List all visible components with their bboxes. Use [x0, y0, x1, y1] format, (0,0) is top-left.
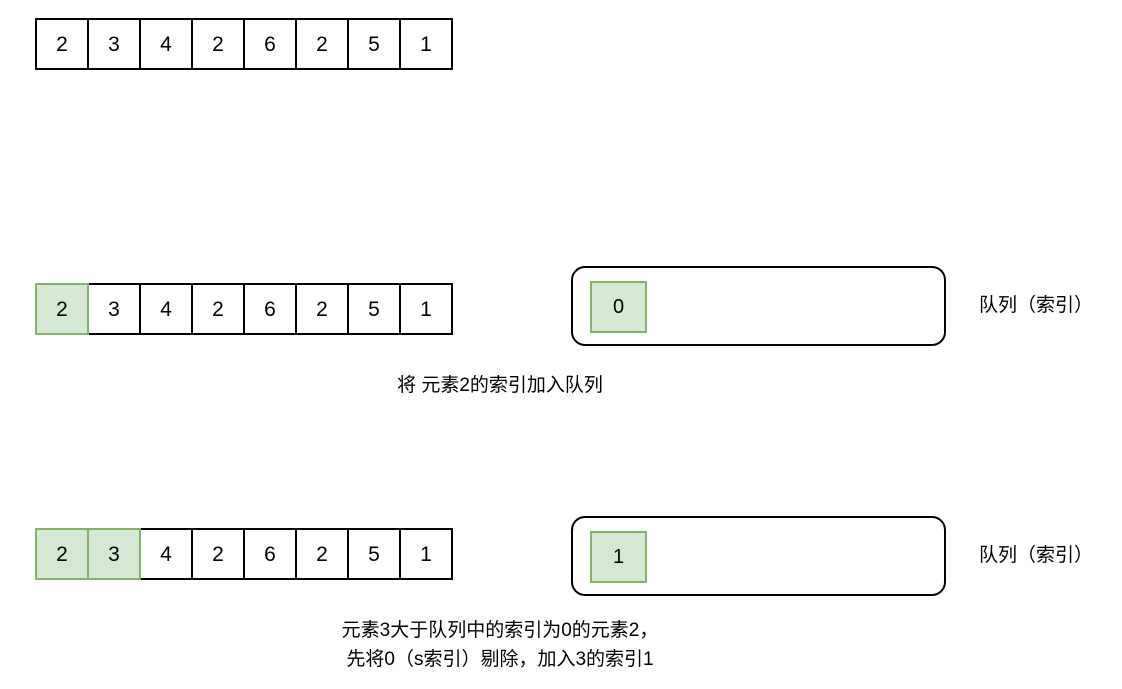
array-cell-highlighted: 2 [35, 528, 89, 580]
queue-container-step2: 1 [571, 516, 946, 596]
queue-label-step2: 队列（索引） [979, 545, 1094, 566]
array-cell: 2 [295, 283, 349, 335]
caption-line: 先将0（s索引）剔除，加入3的索引1 [346, 649, 654, 670]
array-cell: 1 [399, 18, 453, 70]
queue-cell: 0 [590, 281, 647, 333]
queue-cell: 1 [590, 531, 647, 583]
array-cell: 6 [243, 283, 297, 335]
array-cell: 2 [191, 18, 245, 70]
array-cell: 5 [347, 528, 401, 580]
caption-step2: 元素3大于队列中的索引为0的元素2， 先将0（s索引）剔除，加入3的索引1 [0, 616, 1000, 674]
array-cell: 2 [295, 18, 349, 70]
queue-container-step1: 0 [571, 266, 946, 346]
array-cell: 1 [399, 528, 453, 580]
array-cell-highlighted: 2 [35, 283, 89, 335]
array-row-step1: 2 3 4 2 6 2 5 1 [35, 283, 453, 335]
array-cell: 2 [191, 528, 245, 580]
array-cell: 3 [87, 283, 141, 335]
array-cell: 5 [347, 18, 401, 70]
array-cell: 4 [139, 18, 193, 70]
array-cell: 3 [87, 18, 141, 70]
array-cell: 4 [139, 283, 193, 335]
array-row-step2: 2 3 4 2 6 2 5 1 [35, 528, 453, 580]
array-cell: 1 [399, 283, 453, 335]
caption-line: 元素3大于队列中的索引为0的元素2， [341, 620, 659, 641]
array-cell: 6 [243, 18, 297, 70]
array-cell: 2 [191, 283, 245, 335]
array-cell: 6 [243, 528, 297, 580]
array-cell: 4 [139, 528, 193, 580]
array-cell-highlighted: 3 [87, 528, 141, 580]
queue-label-step1: 队列（索引） [979, 295, 1094, 316]
array-cell: 2 [35, 18, 89, 70]
array-row-initial: 2 3 4 2 6 2 5 1 [35, 18, 453, 70]
caption-line: 将 元素2的索引加入队列 [397, 375, 603, 396]
array-cell: 2 [295, 528, 349, 580]
caption-step1: 将 元素2的索引加入队列 [0, 371, 1000, 400]
array-cell: 5 [347, 283, 401, 335]
